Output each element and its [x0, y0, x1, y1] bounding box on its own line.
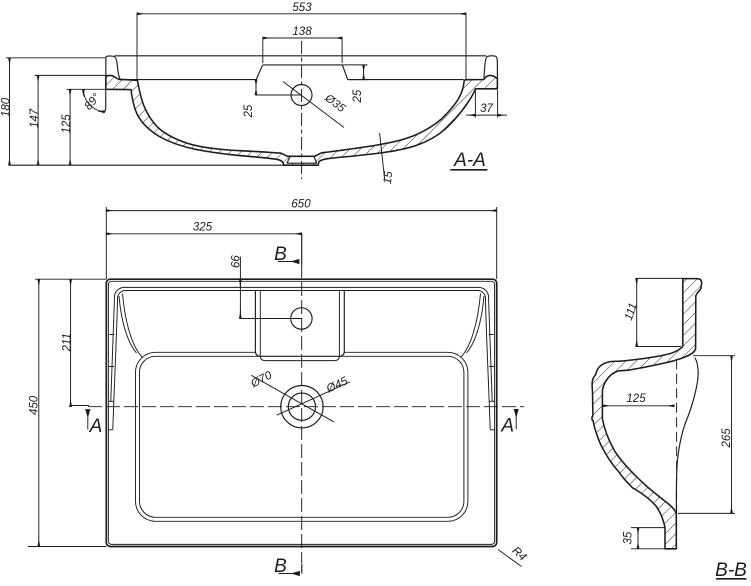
svg-text:138: 138: [292, 26, 312, 38]
svg-text:B: B: [274, 556, 287, 577]
svg-text:37: 37: [480, 103, 493, 115]
svg-text:25: 25: [352, 89, 364, 103]
svg-text:211: 211: [61, 333, 73, 352]
svg-text:125: 125: [61, 114, 73, 134]
svg-text:25: 25: [243, 104, 255, 118]
svg-text:111: 111: [623, 302, 640, 322]
svg-text:125: 125: [626, 393, 646, 405]
svg-text:147: 147: [29, 108, 41, 128]
svg-text:265: 265: [721, 428, 733, 449]
svg-text:B: B: [274, 244, 287, 265]
svg-text:15: 15: [382, 170, 395, 185]
svg-text:A-A: A-A: [453, 150, 486, 171]
svg-text:180: 180: [1, 97, 13, 117]
svg-text:A: A: [500, 416, 514, 437]
svg-text:650: 650: [291, 199, 311, 211]
svg-text:B-B: B-B: [715, 560, 747, 581]
svg-text:325: 325: [193, 222, 213, 234]
svg-text:A: A: [89, 416, 103, 437]
svg-text:553: 553: [292, 2, 312, 14]
svg-text:450: 450: [28, 395, 40, 415]
svg-text:66: 66: [231, 255, 243, 268]
svg-text:35: 35: [623, 531, 635, 544]
